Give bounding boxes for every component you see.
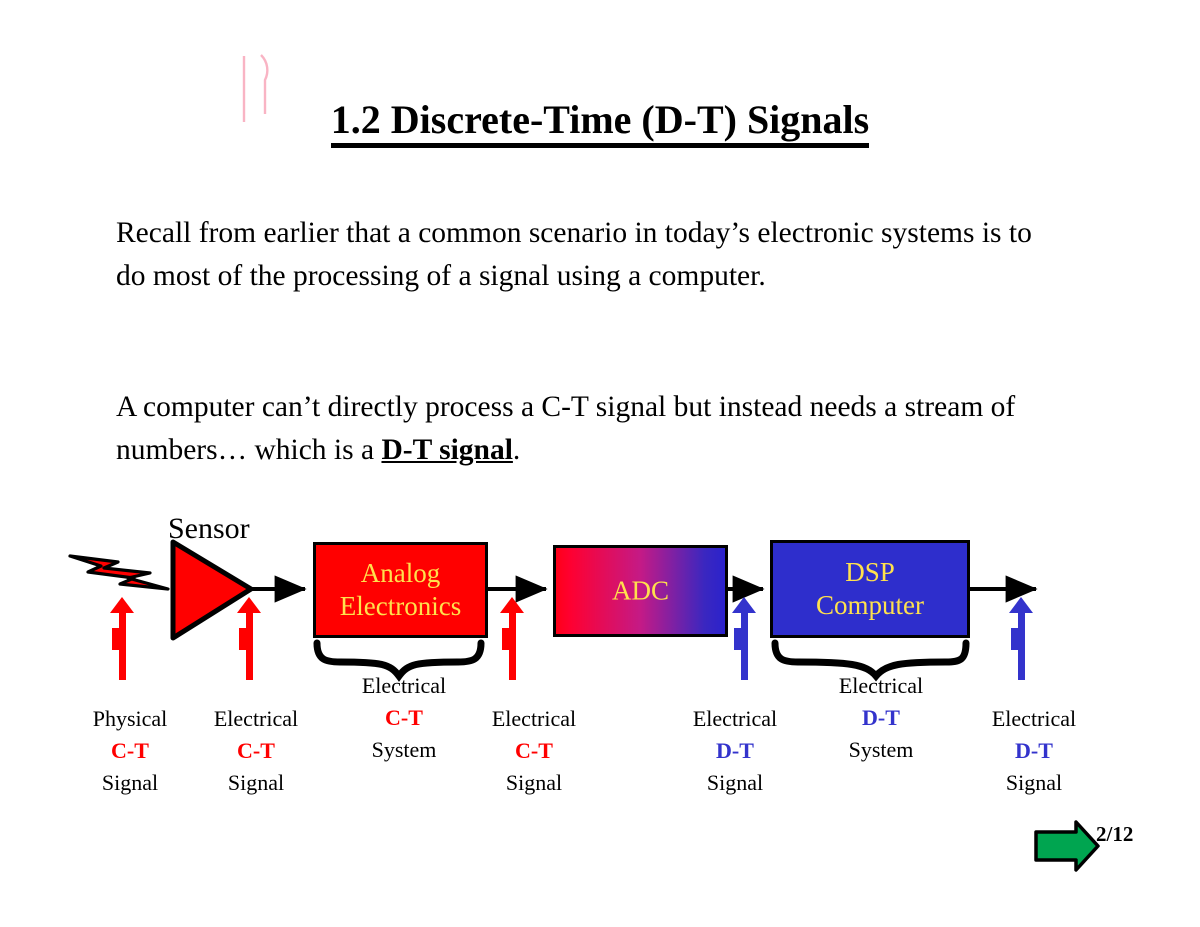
lightning-bolt-icon: [68, 554, 170, 591]
signal-label-line3: Signal: [227, 770, 285, 795]
block-dsp-line2: Computer: [816, 590, 924, 620]
block-analog-line1: Analog: [360, 558, 441, 588]
paragraph-dt-post: .: [512, 434, 521, 466]
block-adc[interactable]: ADC: [553, 545, 728, 637]
ct-signal-arrows: [110, 597, 524, 680]
paragraph-dt-emphasis: D-T signal: [381, 434, 513, 466]
paragraph-intro: Recall from earlier that a common scenar…: [116, 212, 1056, 298]
signal-label-line3: Signal: [101, 770, 159, 795]
signal-label-electrical-dt-2: Electrical D-T Signal: [959, 703, 1109, 799]
block-adc-line1: ADC: [611, 575, 669, 606]
paragraph-dt-pre: A computer can’t directly process a C-T …: [116, 391, 1016, 466]
signal-label-physical-ct: Physical C-T Signal: [55, 703, 205, 799]
signal-label-line1: Electrical: [692, 706, 778, 731]
signal-label-line1: Electrical: [213, 706, 299, 731]
brace-analog-system: [313, 639, 485, 682]
pen-squiggle-annotation: [242, 54, 269, 122]
signal-label-line1: Electrical: [361, 673, 447, 698]
signal-label-line2: C-T: [385, 705, 423, 730]
signal-label-line2: C-T: [237, 738, 275, 763]
signal-label-line2: C-T: [515, 738, 553, 763]
signal-label-line3: Signal: [1005, 770, 1063, 795]
page-advance-arrow-icon: [1034, 820, 1100, 872]
signal-label-line2: D-T: [1015, 738, 1053, 763]
signal-label-line3: Signal: [505, 770, 563, 795]
signal-label-electrical-dt-1: Electrical D-T Signal: [660, 703, 810, 799]
block-dsp-label: DSP Computer: [773, 556, 967, 622]
signal-label-electrical-ct-1: Electrical C-T Signal: [181, 703, 331, 799]
signal-label-line1: Electrical: [491, 706, 577, 731]
page-number: 2/12: [1096, 822, 1134, 846]
dt-signal-arrows: [732, 597, 1033, 680]
brace-dsp-system: [771, 639, 970, 682]
signal-label-line3: System: [848, 737, 914, 762]
sensor-label: Sensor: [168, 512, 250, 545]
paragraph-intro-text: Recall from earlier that a common scenar…: [116, 217, 1032, 292]
block-analog-line2: Electronics: [339, 591, 462, 621]
signal-label-line1: Electrical: [838, 673, 924, 698]
page-title-text: 1.2 Discrete-Time (D-T) Signals: [330, 97, 870, 148]
signal-label-electrical-ct-2: Electrical C-T Signal: [459, 703, 609, 799]
signal-label-line2: D-T: [716, 738, 754, 763]
signal-label-line3: System: [371, 737, 437, 762]
paragraph-dt: A computer can’t directly process a C-T …: [116, 386, 1056, 472]
block-analog-electronics-label: Analog Electronics: [316, 557, 485, 623]
signal-label-electrical-dt-system: Electrical D-T System: [806, 670, 956, 766]
signal-label-line2: C-T: [111, 738, 149, 763]
sensor-triangle-icon: [170, 539, 254, 641]
signal-label-line2: D-T: [862, 705, 900, 730]
signal-label-electrical-ct-system: Electrical C-T System: [329, 670, 479, 766]
signal-label-line3: Signal: [706, 770, 764, 795]
signal-label-line1: Physical: [92, 706, 168, 731]
block-dsp-computer[interactable]: DSP Computer: [770, 540, 970, 638]
signal-label-line1: Electrical: [991, 706, 1077, 731]
block-dsp-line1: DSP: [845, 557, 895, 587]
block-analog-electronics[interactable]: Analog Electronics: [313, 542, 488, 638]
block-adc-label: ADC: [556, 575, 725, 608]
page-title: 1.2 Discrete-Time (D-T) Signals: [0, 96, 1200, 148]
